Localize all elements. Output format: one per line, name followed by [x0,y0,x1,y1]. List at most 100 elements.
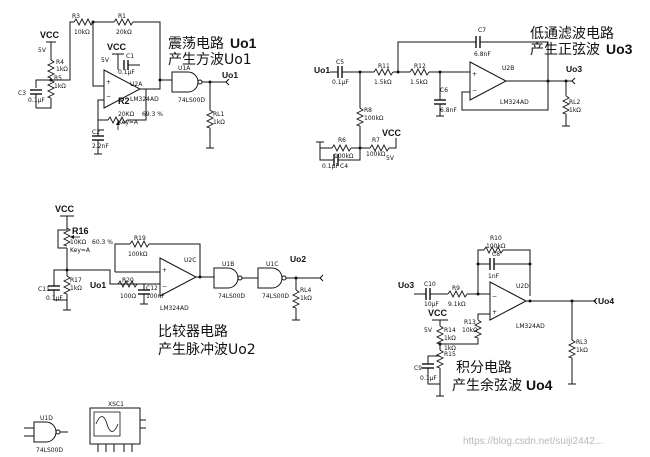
r19-label: R19 [134,235,146,242]
u2c-part: LM324AD [160,305,189,312]
r8-value: 100kΩ [364,115,384,122]
r4-value: 1kΩ [56,66,68,73]
vcc-label-4: VCC [55,204,75,214]
square-title-out: Uo1 [230,35,257,51]
r5-label: R5 [54,75,62,82]
r16-value: 10KΩ [70,239,87,246]
r20-value: 100Ω [120,293,136,300]
c5-label: C5 [336,59,344,66]
integrator-cosine-circuit: Uo3 C10 10µF R9 9.1kΩ R10 100kΩ C8 1nF −… [398,235,614,397]
r11-value: 1.5kΩ [374,79,392,86]
u2a-opamp [103,69,142,109]
u1c-nand-gate [257,267,283,289]
c10-value: 10µF [424,301,439,308]
vcc-label-1: VCC [40,30,60,40]
c11-value: 0.1µF [46,295,63,302]
r17-resistor [62,275,72,295]
sine-subtitle: 产生正弦波 [530,42,600,58]
lowpass-sine-circuit: Uo1 C5 0.1µF R11 1.5kΩ R12 1.5kΩ C7 6.8n… [314,26,633,170]
u1c-label: U1C [266,261,278,268]
xsc1-label: XSC1 [108,401,124,408]
uo4-net-label: Uo4 [598,296,614,306]
u1a-part: 74LS00D [178,97,205,104]
c4-label: C4 [340,163,348,170]
c10-label: C10 [424,281,436,288]
r10-resistor [483,245,504,255]
r9-resistor [447,289,468,299]
u2c-opamp [159,257,198,297]
rl4-value: 1kΩ [300,295,312,302]
svg-text:+: + [472,71,477,78]
uo3-net-label: Uo3 [566,64,582,74]
supply-5v-label: 5V [38,47,47,54]
r19-resistor [129,239,150,249]
c9-label: C9 [414,365,422,372]
r3-value: 10kΩ [74,29,90,36]
r1-resistor [113,17,134,27]
r14-value: 1kΩ [444,335,456,342]
u2d-part: LM324AD [516,323,545,330]
r13-resistor [473,319,483,339]
r17-value: 1kΩ [70,285,82,292]
u1b-label: U1B [222,261,234,268]
uo1-input-label-2: Uo1 [90,280,106,290]
r1-label: R1 [118,13,126,20]
square-title: 震荡电路 [168,36,224,52]
r11-resistor [373,67,394,77]
u1d-nand-gate [33,421,57,443]
r4-label: R4 [56,59,64,66]
svg-text:+: + [162,267,167,274]
r20-label: R20 [122,277,134,284]
c4-value: 0.1µF [322,163,339,170]
uo2-net-label: Uo2 [290,254,306,264]
u2a-label: U2A [130,81,143,88]
r9-value: 9.1kΩ [448,301,466,308]
u2d-opamp [489,281,528,321]
rl1-value: 1kΩ [213,119,225,126]
u2d-label: U2D [516,283,529,290]
c9-value: 0.1µF [420,375,437,382]
r15-label: R15 [444,351,456,358]
r7-value: 100kΩ [366,151,386,158]
u2b-label: U2B [502,65,514,72]
r15-resistor [435,349,445,369]
r2-label: R2 [118,96,130,106]
vcc-label-5: VCC [428,308,448,318]
r6-resistor [331,143,352,153]
c6-value: 6.8nF [440,107,457,114]
r8-resistor [355,107,365,127]
supply-5v-label-2: 5V [101,57,110,64]
u2b-part: LM324AD [500,99,529,106]
svg-text:−: − [472,87,477,94]
c3-value: 0.1µF [28,97,45,104]
rl3-value: 1kΩ [576,347,588,354]
cosine-subtitle-out: Uo4 [526,377,553,393]
cosine-title: 积分电路 [456,360,512,376]
r12-resistor [409,67,430,77]
r7-label: R7 [372,137,380,144]
c1-label: C1 [126,53,134,60]
rl2-resistor [561,95,571,115]
rl3-resistor [567,339,577,359]
r8-label: R8 [364,107,372,114]
rl1-label: RL1 [213,111,225,118]
c11-label: C11 [38,286,50,293]
r4-resistor [46,59,56,79]
vcc-label-2: VCC [107,42,127,52]
r17-label: R17 [70,277,82,284]
r9-label: R9 [452,285,460,292]
u1a-label: U1A [178,65,191,72]
r12-value: 1.5kΩ [410,79,428,86]
pulse-title: 比较器电路 [158,324,228,340]
r2-percent: 69.3 % [142,111,163,118]
u2a-part: LM324AD [130,96,159,103]
r6-value: 100kΩ [334,153,354,160]
c2-label: C2 [92,129,100,136]
c7-label: C7 [478,27,486,34]
rl1-resistor [205,109,215,129]
r2-value: 20KΩ [118,111,135,118]
c8-value: 1nF [488,273,500,280]
c8-label: C8 [492,251,500,258]
c6-label: C6 [440,87,448,94]
